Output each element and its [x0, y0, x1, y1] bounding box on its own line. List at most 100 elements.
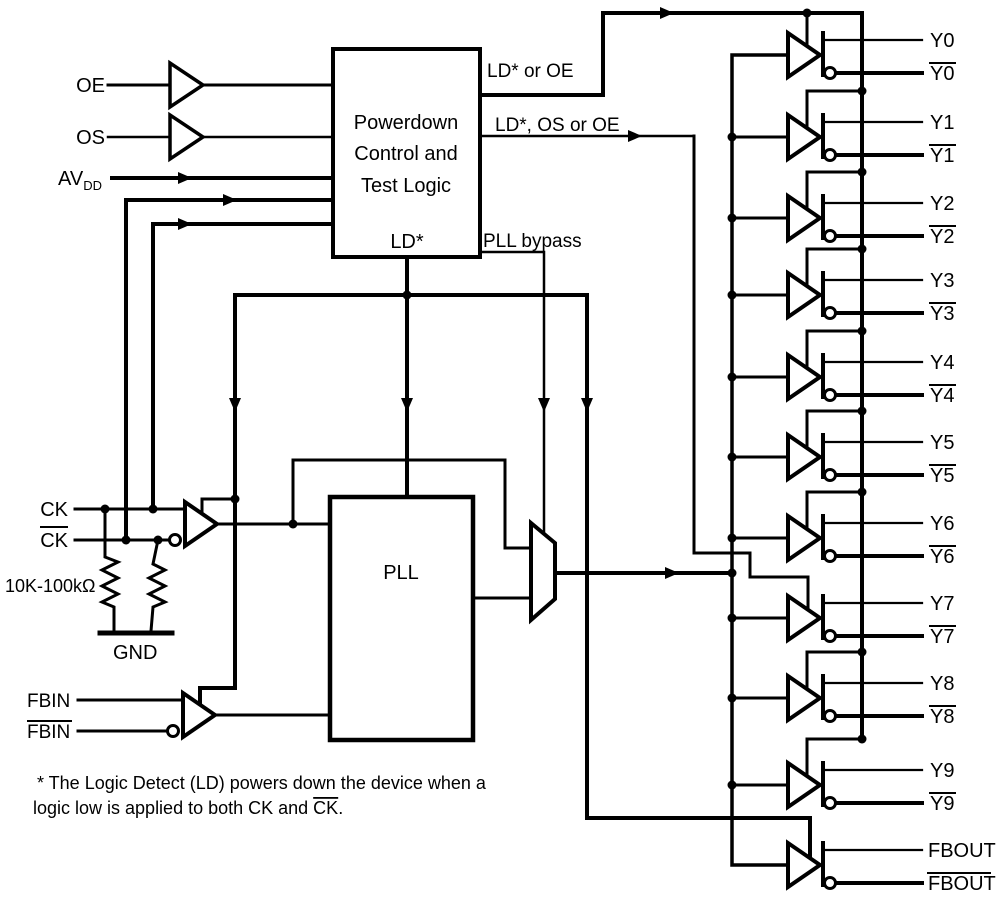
enable-tap-wire — [805, 89, 864, 131]
arrowhead-right — [628, 130, 642, 142]
output-bar-label: Y8 — [930, 706, 954, 728]
junction-dot — [727, 213, 737, 223]
footnote-line-1: * The Logic Detect (LD) powers down the … — [37, 773, 487, 793]
output-buffer-icon — [786, 759, 824, 811]
junction-dot — [857, 406, 867, 416]
inverter-bubble-icon — [823, 876, 837, 890]
output-label: Y7 — [930, 593, 954, 615]
junction-dot — [727, 290, 737, 300]
output-label: Y1 — [930, 112, 954, 134]
arrowhead-down — [538, 398, 550, 412]
output-bar-label: Y0 — [930, 63, 954, 85]
junction-dot — [857, 487, 867, 497]
inverter-bubble-icon — [823, 796, 837, 810]
pll-bypass-wire — [478, 250, 546, 534]
os-label: OS — [76, 127, 105, 149]
mux-icon — [529, 518, 557, 625]
pll-bypass-clock-wire — [291, 458, 533, 550]
output-label: FBOUT — [928, 840, 996, 862]
junction-dot — [802, 8, 812, 18]
junction-dot — [727, 613, 737, 623]
fbin-label: FBIN — [27, 691, 70, 712]
output-bar-label: Y1 — [930, 145, 954, 167]
inverter-bubble-icon — [823, 709, 837, 723]
ckbar-feedback-wire — [124, 198, 335, 542]
output-buffer-icon — [786, 592, 824, 644]
output-buffer-icon — [786, 839, 824, 891]
junction-dot — [148, 504, 158, 514]
ck-inverter-bubble-icon — [168, 533, 182, 547]
resistor-value-label: 10K-100kΩ — [5, 576, 96, 596]
enable-tap-wire — [805, 490, 864, 532]
junction-dot — [857, 167, 867, 177]
output-label: Y8 — [930, 673, 954, 695]
ld-os-or-oe-signal-label: LD*, OS or OE — [495, 115, 620, 136]
junction-dot — [727, 693, 737, 703]
junction-dot — [857, 734, 867, 744]
arrowhead-down — [401, 398, 413, 412]
inverter-bubble-icon — [823, 229, 837, 243]
enable-tap-wire — [805, 329, 864, 371]
output-buffer-icon — [786, 351, 824, 403]
output-buffer-icon — [786, 512, 824, 564]
junction-dot — [402, 290, 412, 300]
ld-or-oe-wire — [478, 11, 864, 97]
junction-dot — [230, 494, 240, 504]
ck-feedback-wire — [151, 222, 335, 511]
output-buffer-icon — [786, 269, 824, 321]
inverter-bubble-icon — [823, 549, 837, 563]
inverter-bubble-icon — [823, 468, 837, 482]
junction-dot — [857, 326, 867, 336]
output-buffer-icon — [786, 29, 824, 81]
enable-tap-wire — [805, 247, 864, 289]
junction-dot — [727, 533, 737, 543]
arrowhead-down — [229, 398, 241, 412]
y7-enable-wire — [692, 134, 810, 611]
enable-tap-wire — [805, 650, 864, 692]
footnote-line-2: logic low is applied to both CK and CK. — [33, 798, 343, 818]
gnd-label: GND — [113, 642, 157, 664]
output-bar-label: FBOUT — [928, 873, 996, 895]
junction-dot — [100, 504, 110, 514]
arrowhead-right — [178, 218, 192, 230]
junction-dot — [727, 132, 737, 142]
output-input-bus — [730, 53, 790, 867]
enable-tap-wire — [805, 737, 864, 779]
inverter-bubble-icon — [823, 388, 837, 402]
junction-dot — [727, 372, 737, 382]
output-bar-label: Y5 — [930, 465, 954, 487]
arrowhead-down — [581, 398, 593, 412]
inverter-bubble-icon — [823, 306, 837, 320]
output-bar-label: Y2 — [930, 226, 954, 248]
output-buffer-icon — [786, 672, 824, 724]
pll-block-title: PLL — [383, 562, 419, 584]
avdd-label: AVDD — [58, 168, 102, 193]
output-buffer-icon — [786, 111, 824, 163]
output-bar-label: Y7 — [930, 626, 954, 648]
pll-block — [327, 494, 476, 743]
output-label: Y5 — [930, 432, 954, 454]
powerdown-block-title-1: Powerdown — [354, 112, 459, 134]
powerdown-block-title-2: Control and — [354, 143, 457, 165]
arrowhead-right — [660, 7, 674, 19]
pulldown-resistor-left — [98, 507, 122, 633]
pulldown-resistor-right — [145, 538, 169, 633]
fbin-buffer-icon — [181, 689, 219, 741]
powerdown-block-title-3: Test Logic — [361, 175, 451, 197]
output-label: Y0 — [930, 30, 954, 52]
oe-buffer-icon — [168, 59, 207, 111]
arrowhead-right — [178, 172, 192, 184]
output-label: Y6 — [930, 513, 954, 535]
output-label: Y9 — [930, 760, 954, 782]
output-bar-label: Y3 — [930, 303, 954, 325]
enable-tap-wire — [805, 170, 864, 212]
output-bar-label: Y4 — [930, 385, 954, 407]
output-label: Y4 — [930, 352, 954, 374]
output-buffer-icon — [786, 192, 824, 244]
output-bar-label: Y9 — [930, 793, 954, 815]
fbin-inverter-bubble-icon — [166, 724, 180, 738]
ld-label: LD* — [390, 231, 424, 253]
junction-dot — [121, 535, 131, 545]
